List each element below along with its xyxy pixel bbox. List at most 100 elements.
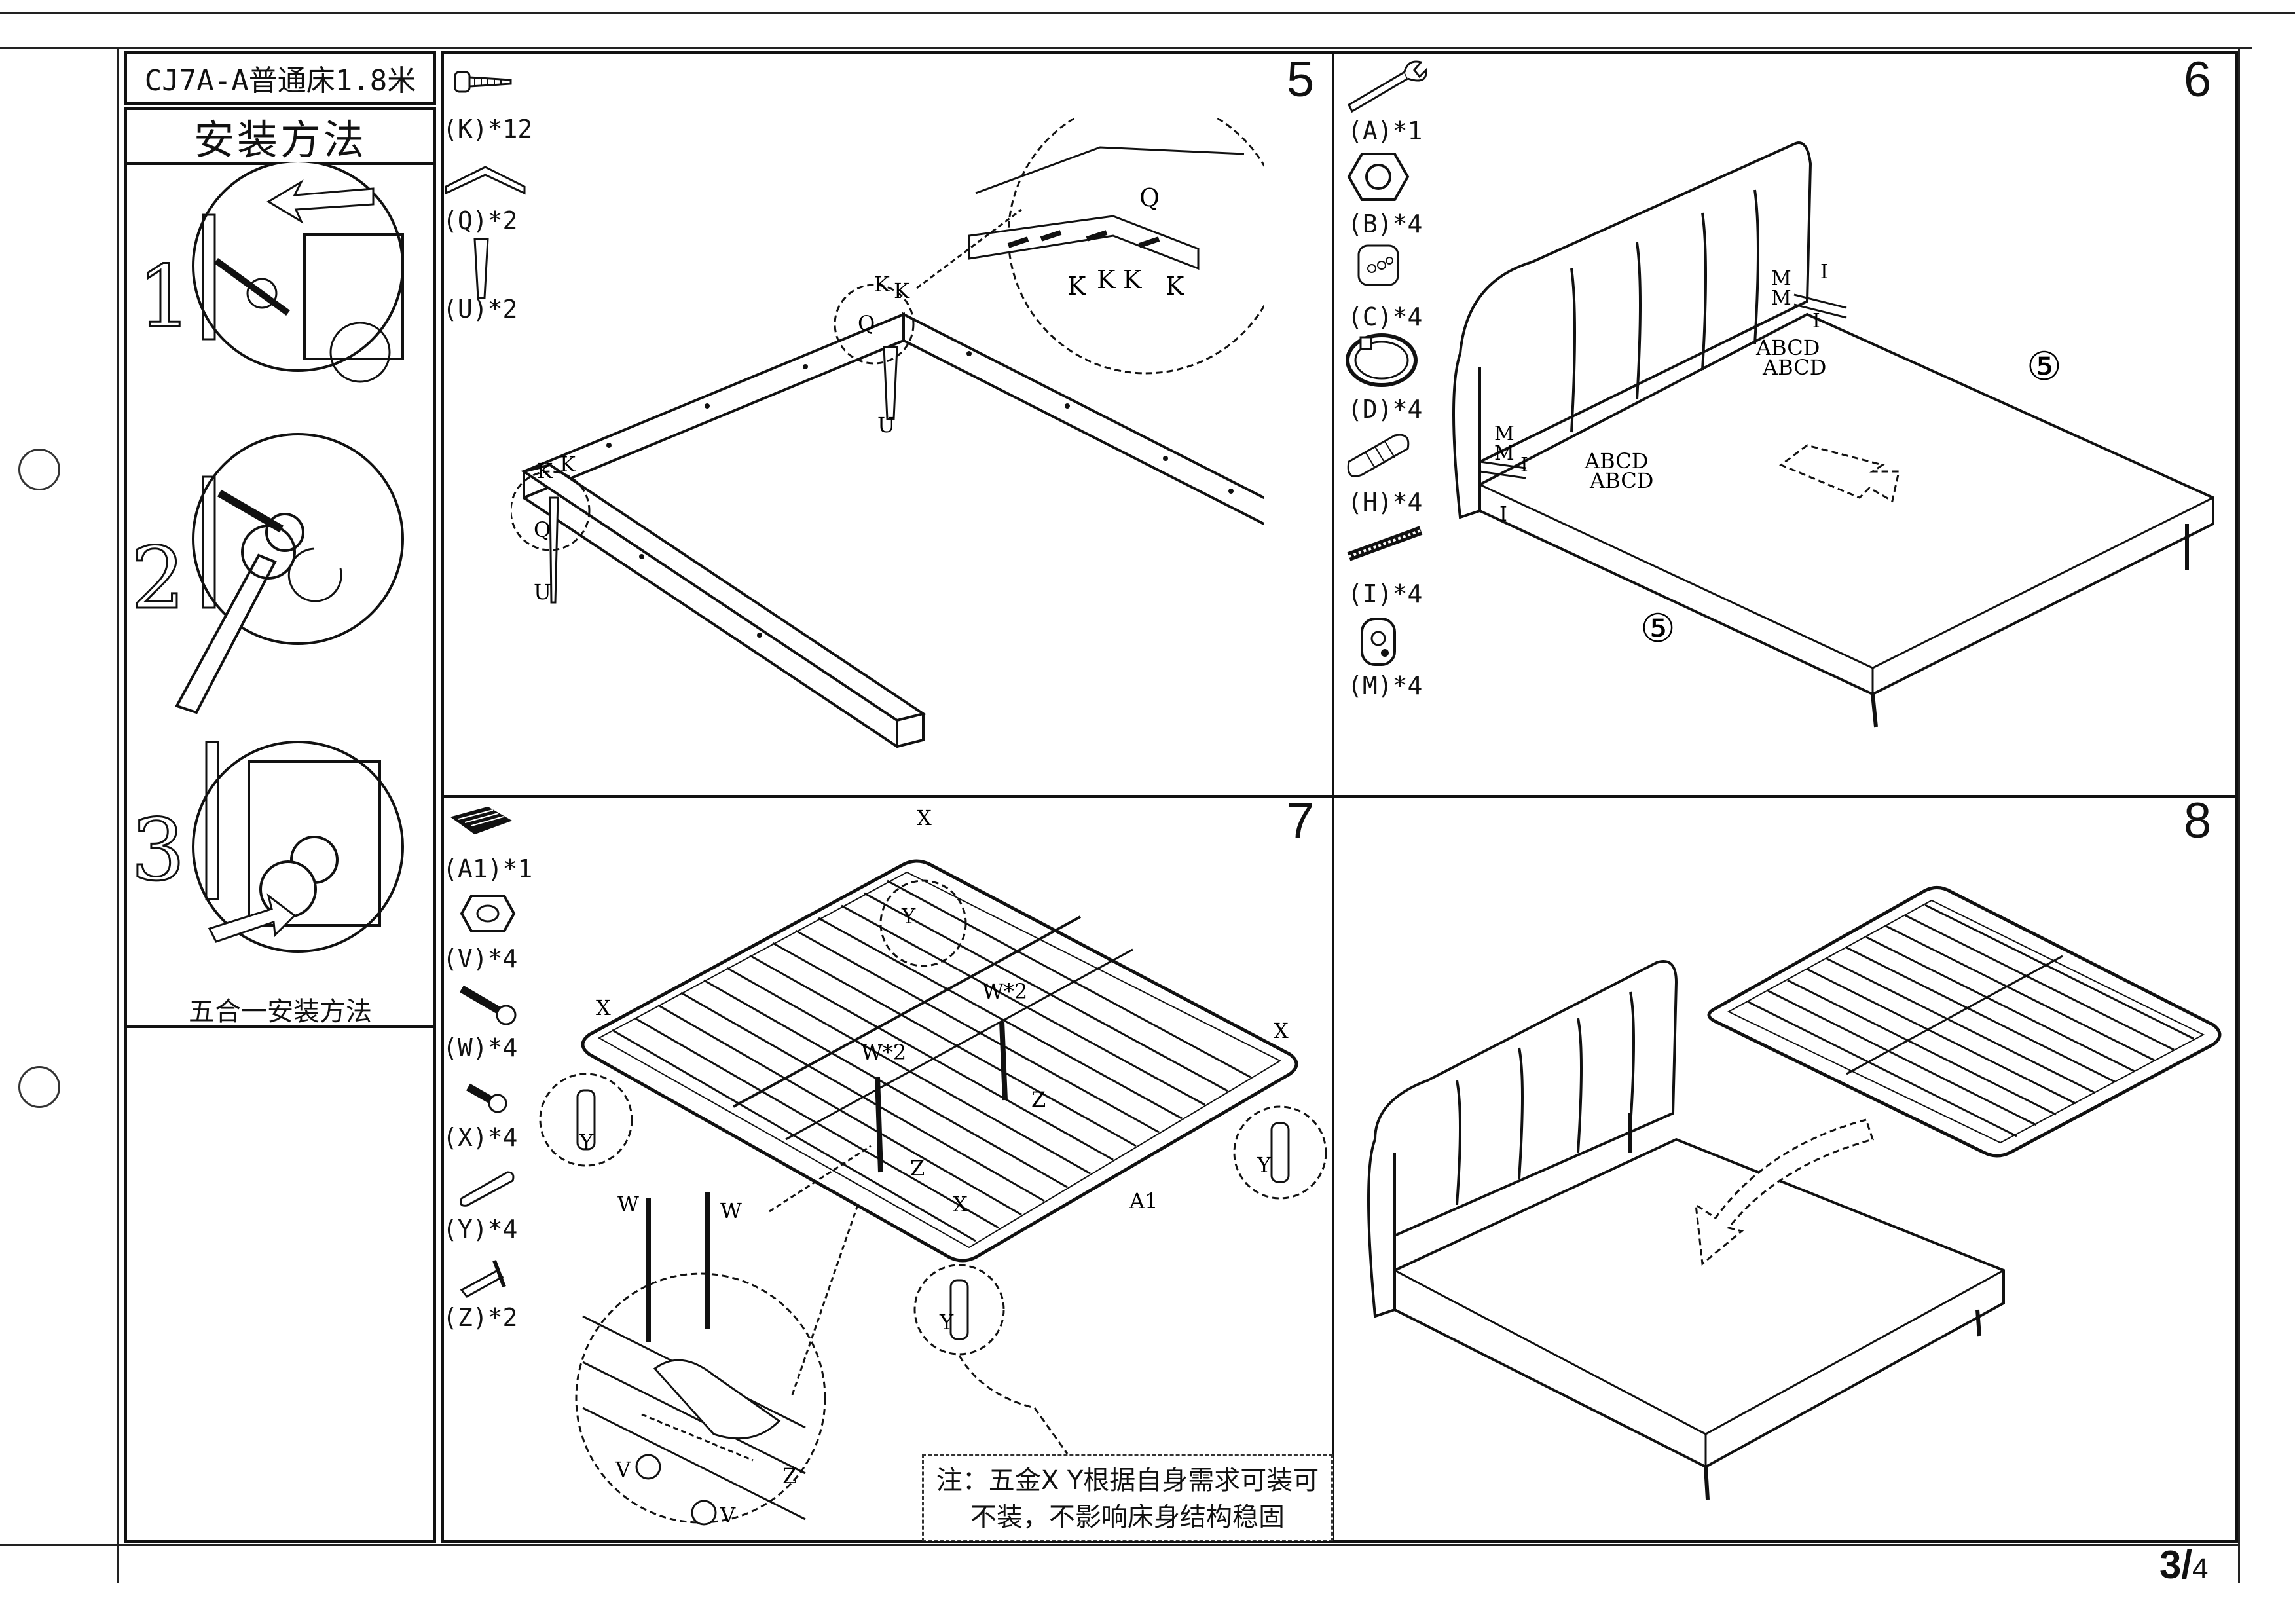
callout-w-1: W bbox=[617, 1192, 639, 1217]
callout-v-2: V bbox=[720, 1503, 736, 1528]
callout-z-2: Z bbox=[910, 1156, 925, 1181]
sub-step-2-illustration bbox=[175, 433, 404, 714]
model-title: CJ7A-A普通床1.8米 bbox=[124, 51, 436, 105]
screw-icon bbox=[454, 71, 512, 93]
callout-i-2: I bbox=[1812, 310, 1820, 333]
callout-x-1: X bbox=[596, 995, 611, 1020]
callout-a1: A1 bbox=[1129, 1189, 1158, 1213]
top-rule bbox=[0, 12, 2295, 14]
part-h-label: (H)*4 bbox=[1348, 488, 1423, 517]
callout-m-1: M bbox=[1771, 267, 1791, 290]
callout-m-4: M bbox=[1494, 442, 1515, 465]
callout-k-6: K bbox=[1097, 265, 1116, 294]
part-a-label: (A)*1 bbox=[1348, 117, 1423, 145]
step-8-diagram bbox=[1367, 886, 2222, 1500]
part-v-label: (V)*4 bbox=[443, 944, 518, 973]
part-b-label: (B)*4 bbox=[1348, 210, 1423, 238]
support-leg-icon bbox=[460, 1171, 515, 1207]
callout-w-2: W bbox=[720, 1198, 742, 1223]
wrench-icon bbox=[1348, 60, 1427, 113]
sub-step-3-illustration bbox=[192, 741, 404, 953]
callout-x-2: X bbox=[1274, 1018, 1289, 1043]
callout-y-2: Y bbox=[1257, 1153, 1272, 1177]
bottom-rule bbox=[0, 1544, 2239, 1546]
callout-m-2: M bbox=[1771, 287, 1791, 310]
binding-hole-top bbox=[18, 449, 60, 490]
callout-y-1: Y bbox=[579, 1130, 594, 1154]
part-y-label: (Y)*4 bbox=[443, 1215, 518, 1244]
page-current: 3 bbox=[2159, 1543, 2182, 1587]
hardware-note-line1: 注：五金X Y根据自身需求可装可 bbox=[936, 1466, 1319, 1496]
five-in-one-caption: 五合一安装方法 bbox=[189, 997, 372, 1027]
step-8-number: 8 bbox=[2184, 793, 2212, 849]
callout-k-5: K bbox=[1067, 272, 1086, 301]
part-k-label: (K)*12 bbox=[443, 115, 533, 143]
corner-bracket-icon bbox=[445, 166, 526, 195]
part-m-label: (M)*4 bbox=[1348, 671, 1423, 700]
callout-y-3: Y bbox=[901, 904, 916, 929]
callout-i-1: I bbox=[1820, 261, 1828, 284]
page-number: 3/4 bbox=[2159, 1542, 2209, 1587]
nut-icon bbox=[1347, 153, 1410, 201]
page-separator: / bbox=[2181, 1543, 2193, 1587]
callout-circle5-1: ⑤ bbox=[2027, 344, 2062, 390]
hardware-note: 注：五金X Y根据自身需求可装可 不装，不影响床身结构稳固 bbox=[922, 1454, 1333, 1541]
inner-top-rule bbox=[0, 47, 2252, 49]
washer-icon bbox=[1357, 244, 1399, 286]
step-8-panel bbox=[1332, 795, 2238, 1543]
binding-hole-bottom bbox=[18, 1066, 60, 1108]
binding-margin-rule bbox=[117, 47, 119, 1583]
callout-u-1: U bbox=[534, 580, 551, 604]
callout-abcd-4: ABCD bbox=[1589, 468, 1653, 493]
step-5-diagram: K K Q U K K Q U Q K K K K bbox=[511, 118, 1264, 749]
part-a1-label: (A1)*1 bbox=[443, 855, 533, 883]
callout-q-2: Q bbox=[858, 311, 875, 336]
page-total: 4 bbox=[2192, 1553, 2209, 1585]
ring-icon bbox=[1346, 333, 1418, 387]
callout-i-3: I bbox=[1520, 454, 1528, 477]
callout-u-2: U bbox=[877, 413, 895, 437]
sub-step-1-number: 1 bbox=[138, 247, 192, 346]
part-x-label: (X)*4 bbox=[443, 1123, 518, 1152]
callout-k-4: K bbox=[894, 278, 910, 303]
t-support-icon bbox=[460, 1259, 506, 1298]
part-i-label: (I)*4 bbox=[1348, 580, 1423, 608]
long-screw-icon bbox=[459, 985, 517, 1025]
callout-k-8: K bbox=[1166, 272, 1184, 301]
callout-i-4: I bbox=[1499, 503, 1507, 526]
callout-k-3: K bbox=[874, 272, 890, 297]
outer-right-rule bbox=[2238, 47, 2240, 1583]
leg-icon bbox=[473, 238, 489, 299]
callout-abcd-3: ABCD bbox=[1584, 449, 1648, 473]
step-6-number: 6 bbox=[2184, 52, 2212, 107]
part-d-label: (D)*4 bbox=[1348, 395, 1423, 424]
step-7-diagram: X Y X Y W*2 Z W*2 Z X Y X Y A1 W W V V Z bbox=[539, 805, 1327, 1528]
part-q-label: (Q)*2 bbox=[443, 206, 518, 235]
callout-z-1: Z bbox=[1031, 1087, 1046, 1112]
part-w-label: (W)*4 bbox=[443, 1033, 518, 1062]
sub-step-1-illustration bbox=[192, 162, 404, 383]
sub-step-2-number: 2 bbox=[131, 528, 185, 628]
callout-abcd-1: ABCD bbox=[1755, 335, 1820, 360]
part-c-label: (C)*4 bbox=[1348, 303, 1423, 331]
dowel-icon bbox=[1347, 434, 1410, 477]
slat-frame-icon bbox=[450, 806, 513, 835]
nut-icon-v bbox=[460, 895, 516, 932]
callout-circle5-2: ⑤ bbox=[1640, 606, 1676, 652]
callout-abcd-2: ABCD bbox=[1762, 355, 1826, 380]
blank-panel bbox=[124, 1025, 436, 1543]
callout-w2-1: W*2 bbox=[982, 979, 1027, 1004]
short-screw-icon bbox=[466, 1083, 507, 1113]
callout-v-1: V bbox=[615, 1457, 631, 1482]
sub-step-3-number: 3 bbox=[131, 800, 185, 900]
install-method-title: 安装方法 bbox=[124, 107, 436, 165]
callout-z-3: Z bbox=[782, 1464, 797, 1488]
step-7-number: 7 bbox=[1287, 793, 1315, 849]
callout-x-3: X bbox=[917, 805, 932, 830]
hardware-note-line2: 不装，不影响床身结构稳固 bbox=[970, 1502, 1285, 1532]
part-z-label: (Z)*2 bbox=[443, 1303, 518, 1332]
threaded-rod-icon bbox=[1347, 526, 1423, 561]
part-u-label: (U)*2 bbox=[443, 295, 518, 323]
callout-k-2: K bbox=[560, 452, 576, 477]
callout-y-4: Y bbox=[939, 1310, 954, 1335]
